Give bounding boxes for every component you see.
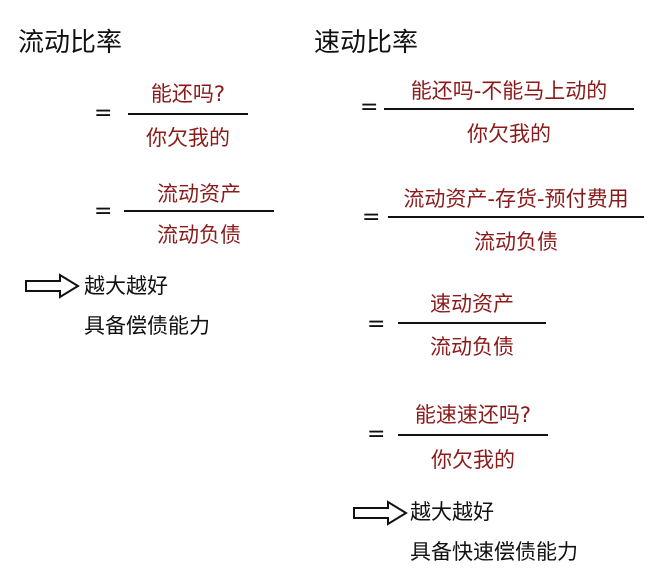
equals-sign: =: [94, 199, 113, 224]
conclusion-line1: 越大越好: [84, 274, 168, 298]
fraction-bar: [388, 216, 644, 218]
numerator: 流动资产: [157, 182, 241, 206]
conclusion-line1: 越大越好: [410, 500, 494, 524]
title-current-ratio: 流动比率: [18, 28, 123, 58]
denominator: 你欠我的: [431, 448, 515, 472]
equals-sign: =: [367, 312, 386, 337]
fraction-bar: [398, 434, 548, 436]
right-arrow-icon: [25, 273, 80, 299]
fraction-bar: [384, 108, 634, 110]
denominator: 你欠我的: [467, 122, 551, 146]
denominator: 你欠我的: [146, 126, 230, 150]
denominator: 流动负债: [474, 230, 558, 254]
numerator: 能还吗-不能马上动的: [410, 79, 608, 103]
denominator: 流动负债: [157, 223, 241, 247]
conclusion-line2: 具备偿债能力: [84, 314, 210, 338]
numerator: 流动资产-存货-预付费用: [403, 187, 629, 211]
fraction-bar: [398, 322, 546, 324]
equals-sign: =: [362, 205, 381, 230]
fraction-bar: [128, 113, 248, 115]
denominator: 流动负债: [430, 335, 514, 359]
fraction-bar: [124, 210, 274, 212]
numerator: 能还吗?: [150, 82, 226, 106]
title-quick-ratio: 速动比率: [314, 28, 419, 58]
equals-sign: =: [360, 95, 379, 120]
conclusion-line2: 具备快速偿债能力: [410, 540, 578, 564]
equals-sign: =: [367, 422, 386, 447]
equals-sign: =: [94, 101, 113, 126]
numerator: 速动资产: [430, 292, 514, 316]
right-arrow-icon: [353, 500, 408, 526]
numerator: 能速速还吗?: [414, 403, 532, 427]
